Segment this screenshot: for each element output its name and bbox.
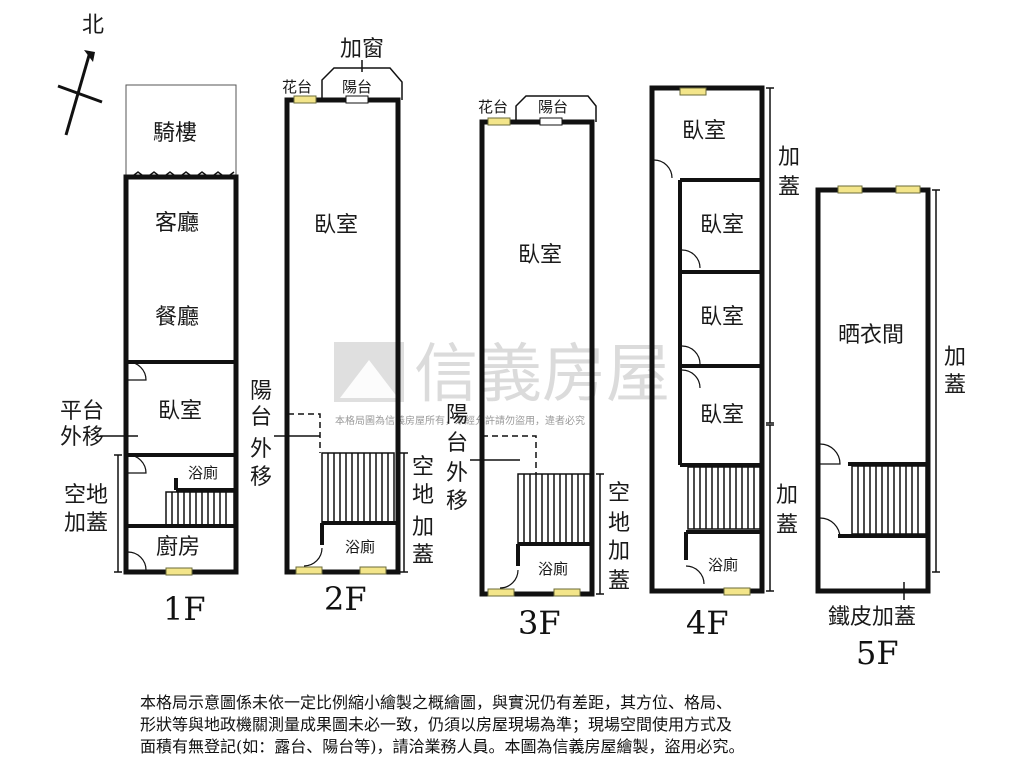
note-add-top: 加 [778, 145, 800, 170]
note-balcony-move: 外 [250, 437, 272, 462]
door-icon [653, 159, 673, 179]
window-icon [487, 117, 511, 126]
note-vacant-add: 加 [608, 539, 630, 564]
note-add-bottom: 蓋 [776, 513, 798, 538]
note-vacant-add: 蓋 [412, 543, 434, 568]
room-bath: 浴廁 [188, 464, 218, 482]
room-bedroom-4: 臥室 [700, 403, 744, 428]
door-icon [685, 565, 705, 585]
balcony: 陽台 [342, 78, 372, 96]
floor-label-4f: 4F [686, 604, 729, 642]
room-bath: 浴廁 [345, 538, 375, 556]
disclaimer-line: 面積有無登記(如：露台、陽台等)，請洽業務人員。本圖為信義房屋繪製，盜用必究。 [140, 737, 745, 756]
note-balcony-move: 移 [446, 489, 468, 514]
note-balcony-move: 移 [250, 465, 272, 490]
note-terrace-2: 外移 [60, 425, 104, 450]
stairs [517, 473, 591, 545]
watermark-logo-icon [334, 342, 404, 402]
room-bedroom: 臥室 [314, 213, 358, 238]
window-icon [837, 185, 863, 194]
door-icon [681, 249, 701, 269]
door-icon [681, 369, 701, 389]
window-icon [165, 567, 193, 576]
window-icon [295, 566, 323, 575]
room-bath: 浴廁 [708, 556, 738, 574]
stairs [851, 465, 927, 535]
floor-label-2f: 2F [324, 580, 367, 618]
room-dining: 餐廳 [155, 305, 199, 330]
note-add-bottom: 加 [776, 483, 798, 508]
balcony: 陽台 [538, 98, 568, 116]
room-bath: 浴廁 [538, 560, 568, 578]
floor-5: 晒衣間 加 蓋 鐵皮加蓋 5F [815, 185, 966, 672]
floor-2: 臥室 浴廁 花台 陽台 加窗 陽 台 外 移 空 地 加 蓋 2F [250, 37, 434, 618]
window-icon [723, 587, 751, 596]
disclaimer-text: 本格局示意圖係未依一定比例縮小繪製之概繪圖，與實況仍有差距，其方位、格局、 形狀… [140, 692, 900, 758]
note-vacant-add: 地 [608, 511, 630, 536]
watermark-brand: 信義房屋 [414, 338, 670, 412]
note-vacant-add: 空 [412, 455, 434, 480]
window-icon [679, 87, 707, 96]
floor-label-5f: 5F [856, 634, 899, 672]
note-terrace-1: 平台 [60, 399, 104, 424]
note-vacant-add: 蓋 [608, 569, 630, 594]
door-icon [127, 361, 147, 381]
stairs [165, 491, 235, 527]
room-kitchen: 廚房 [156, 535, 200, 560]
door-icon [819, 443, 841, 465]
room-bedroom-1: 臥室 [682, 119, 726, 144]
note-vacant-add: 地 [412, 483, 434, 508]
note-balcony-move: 陽 [446, 403, 468, 428]
room-arcade: 騎樓 [153, 121, 197, 146]
room-bedroom: 臥室 [158, 399, 202, 424]
window-icon [359, 566, 387, 575]
note-balcony-move: 台 [250, 405, 272, 430]
window-icon [539, 117, 563, 126]
door-icon [499, 569, 519, 589]
window-icon [553, 588, 581, 597]
stairs [687, 466, 761, 530]
floor-label-3f: 3F [518, 604, 561, 642]
note-balcony-move: 陽 [250, 379, 272, 404]
note-add-side: 加 [944, 345, 966, 370]
door-icon [819, 517, 841, 539]
watermark: 信義房屋 本格局圖為信義房屋所有，未經允許請勿盜用，違者必究 [334, 338, 670, 427]
flower-box: 花台 [478, 98, 508, 116]
north-arrow-icon: 北 [57, 13, 104, 136]
note-add-side: 蓋 [944, 373, 966, 398]
floor-1: 騎樓 客廳 餐廳 臥室 浴廁 廚房 平台 外移 空地 加蓋 1F [60, 84, 239, 628]
door-icon [681, 345, 701, 365]
room-bedroom-2: 臥室 [700, 213, 744, 238]
disclaimer-line: 形狀等與地政機關測量成果圖未必一致，仍須以房屋現場為準；現場空間使用方式及 [140, 715, 733, 734]
door-icon [303, 547, 323, 567]
room-bedroom: 臥室 [518, 243, 562, 268]
note-vacant-2: 加蓋 [64, 511, 108, 536]
floor-label-1f: 1F [163, 590, 206, 628]
floor-4: 臥室 臥室 臥室 臥室 浴廁 加 蓋 加 蓋 4F [649, 85, 800, 642]
note-balcony-move: 台 [446, 431, 468, 456]
room-bedroom-3: 臥室 [700, 305, 744, 330]
window-icon [895, 185, 921, 194]
room-laundry: 晒衣間 [838, 323, 904, 348]
window-icon [345, 95, 369, 104]
stairs [321, 452, 395, 524]
note-balcony-move: 外 [446, 461, 468, 486]
window-icon [293, 95, 317, 104]
floor-3: 臥室 浴廁 花台 陽台 陽 台 外 移 空 地 加 蓋 3F [446, 95, 630, 642]
door-icon [127, 454, 147, 474]
note-vacant-add: 空 [608, 481, 630, 506]
disclaimer-line: 本格局示意圖係未依一定比例縮小繪製之概繪圖，與實況仍有差距，其方位、格局、 [140, 693, 733, 712]
north-label: 北 [82, 13, 104, 38]
note-window-add: 加窗 [340, 37, 384, 62]
note-vacant-1: 空地 [64, 483, 108, 508]
door-icon [127, 551, 147, 571]
flower-box: 花台 [282, 78, 312, 96]
room-living: 客廳 [155, 211, 199, 236]
note-iron-roof: 鐵皮加蓋 [828, 605, 916, 630]
note-vacant-add: 加 [412, 515, 434, 540]
note-add-top: 蓋 [778, 175, 800, 200]
window-icon [487, 588, 515, 597]
